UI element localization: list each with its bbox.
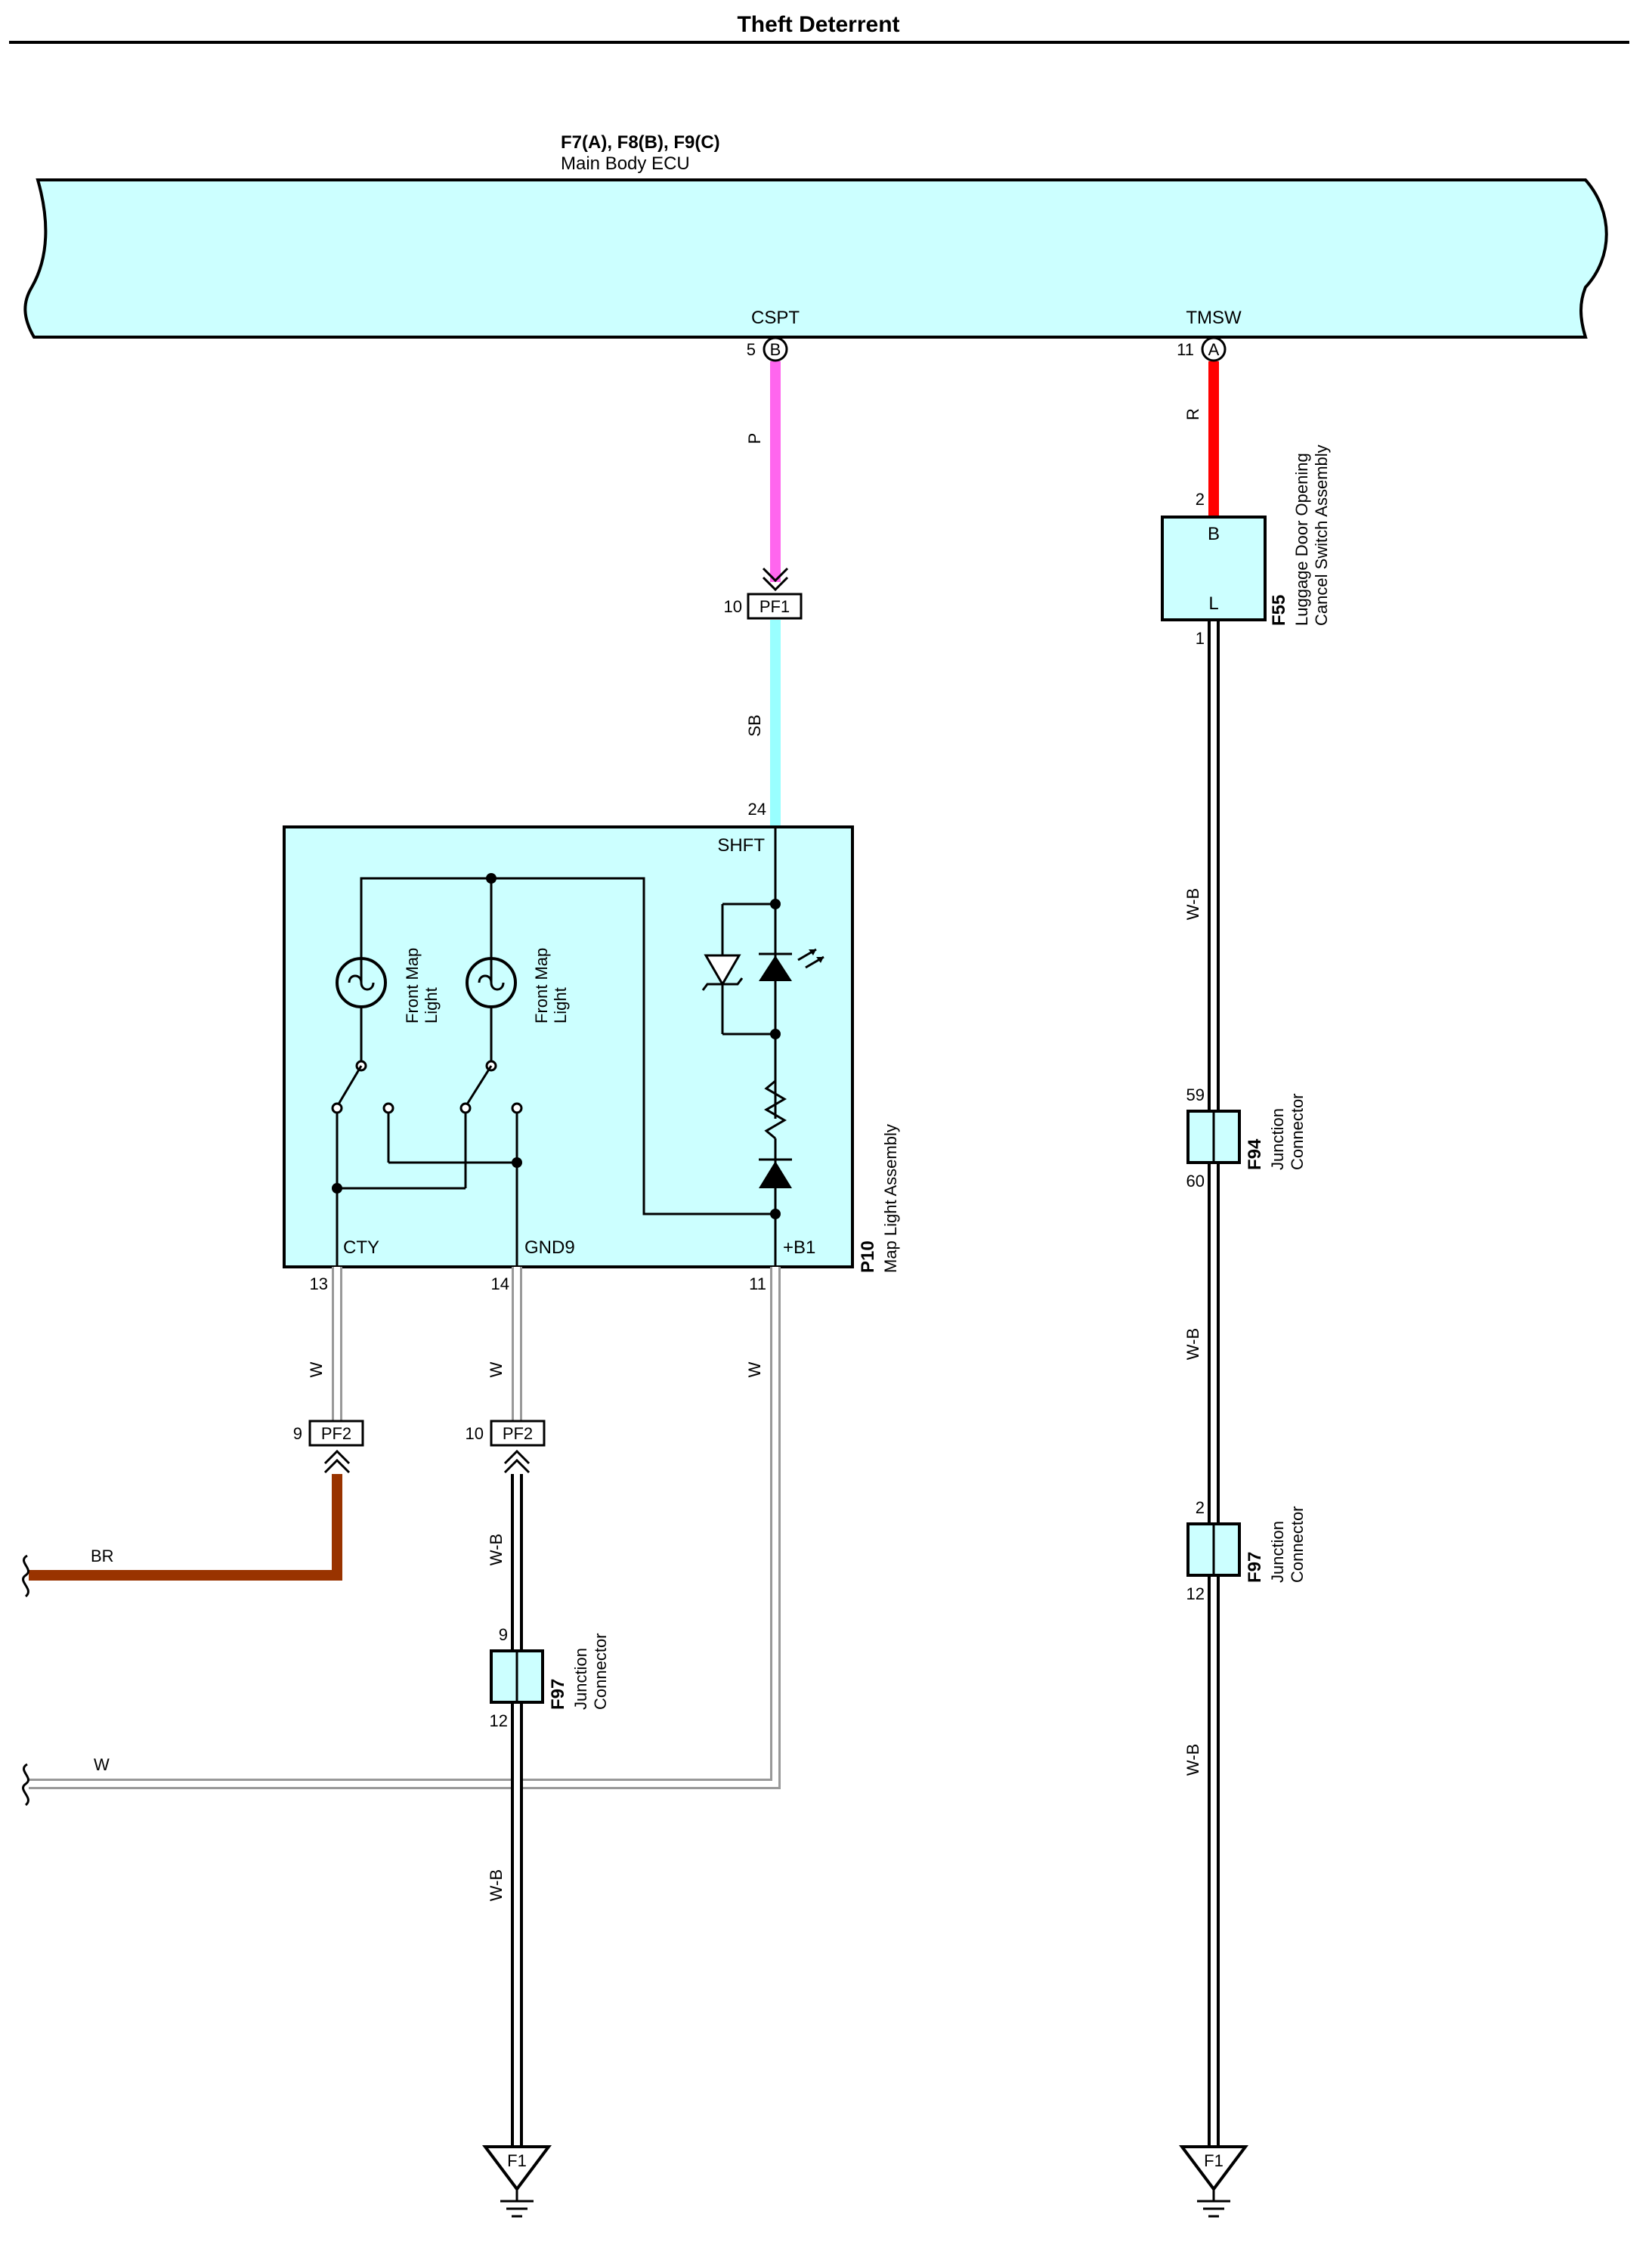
f97-left-id: F97 [548, 1679, 568, 1710]
wire-skyblue-code: SB [745, 714, 764, 736]
f97-right-name-line1: Junction [1268, 1521, 1287, 1583]
wire-white-b1 [29, 1267, 781, 1789]
wire-pink-code: P [745, 433, 764, 444]
wire-red-code: R [1183, 408, 1202, 420]
pf2-gnd-connector [490, 1420, 546, 1447]
wire-wb-right-2-code: W-B [1183, 1328, 1202, 1360]
ecu-connector-b-letter: B [770, 340, 781, 359]
wire-brown-break-icon [22, 1554, 29, 1598]
map-pin-b1-label: +B1 [783, 1237, 815, 1258]
ecu-pin-cspt-label: CSPT [751, 308, 800, 328]
f94-pin-out: 60 [1186, 1172, 1205, 1191]
f55-pin-b-number: 2 [1196, 490, 1205, 509]
ecu-pin-tmsw-label: TMSW [1186, 308, 1242, 328]
f55-pin-b-label: B [1208, 524, 1220, 544]
ground-right-label: F1 [1204, 2151, 1224, 2170]
luggage-door-switch [1161, 516, 1267, 621]
wire-wb-right-3-code: W-B [1183, 1744, 1202, 1776]
bulb-1-label-line2: Light [422, 987, 441, 1023]
map-light-assembly [283, 825, 854, 1268]
map-pin-shft-number: 24 [748, 800, 766, 819]
pf1-connector [747, 593, 803, 620]
ecu-connector-a-circle [1201, 336, 1227, 362]
ecu-connector-b-circle [763, 336, 788, 362]
map-light-id: P10 [858, 1240, 878, 1273]
wire-white-break-icon [22, 1763, 29, 1807]
f94-pin-in: 59 [1186, 1085, 1205, 1104]
f55-id: F55 [1269, 595, 1289, 626]
map-pin-shft-label: SHFT [717, 835, 765, 856]
main-body-ecu [23, 178, 1608, 339]
f97-right-id: F97 [1245, 1552, 1265, 1583]
map-pin-cty-label: CTY [343, 1237, 379, 1258]
f97-right-pin-in: 2 [1196, 1498, 1205, 1517]
ground-left-icon [482, 2145, 552, 2192]
wire-brown [29, 1474, 342, 1581]
f97-right-name-line2: Connector [1288, 1506, 1307, 1583]
bulb-2-label-line2: Light [551, 987, 570, 1023]
pf2-cty-label: PF2 [321, 1424, 351, 1443]
pf1-label: PF1 [759, 597, 790, 616]
bulb-1-label-line1: Front Map [403, 948, 422, 1023]
f97-left-pin-out: 12 [490, 1711, 508, 1730]
f94-name-line2: Connector [1288, 1093, 1307, 1170]
map-pin-cty-number: 13 [310, 1274, 328, 1293]
wire-brown-code: BR [91, 1547, 114, 1565]
map-pin-gnd9-label: GND9 [524, 1237, 575, 1258]
pf2-gnd-pin: 10 [466, 1424, 484, 1443]
map-pin-gnd9-number: 14 [491, 1274, 509, 1293]
ecu-connector-a-letter: A [1208, 340, 1220, 359]
f94-name-line1: Junction [1268, 1108, 1287, 1170]
pf2-gnd-chevron-icon [503, 1449, 531, 1474]
pf1-pin: 10 [724, 597, 742, 616]
wire-white-b1-code: W [745, 1361, 764, 1377]
pf2-cty-chevron-icon [323, 1449, 351, 1474]
ground-left-label: F1 [507, 2151, 527, 2170]
ecu-pin-cspt-number: 5 [747, 340, 756, 359]
wire-wb-right-1-code: W-B [1183, 888, 1202, 920]
wire-wb-left-upper-code: W-B [487, 1534, 506, 1565]
f97-left-name-line2: Connector [591, 1633, 610, 1710]
f55-name-line2: Cancel Switch Assembly [1312, 444, 1331, 626]
f55-name-line1: Luggage Door Opening [1292, 453, 1311, 626]
f97-right-pin-out: 12 [1186, 1584, 1205, 1603]
map-light-internal-circuit [331, 827, 824, 1270]
f55-pin-l-number: 1 [1196, 629, 1205, 648]
ecu-pin-tmsw-number: 11 [1177, 340, 1194, 359]
f97-left-name-line1: Junction [571, 1648, 590, 1710]
page-title: Theft Deterrent [737, 12, 899, 37]
ecu-connectors: F7(A), F8(B), F9(C) [561, 132, 720, 153]
map-pin-b1-number: 11 [749, 1274, 766, 1293]
wire-wb-left-lower-code: W-B [487, 1869, 506, 1901]
wire-white-cty-code: W [307, 1361, 326, 1377]
wire-white-gnd-code: W [487, 1361, 506, 1377]
ecu-name: Main Body ECU [561, 153, 690, 174]
pf2-gnd-label: PF2 [503, 1424, 533, 1443]
pf1-chevron-icon [762, 567, 789, 592]
pf2-cty-pin: 9 [293, 1424, 302, 1443]
f97-left-pin-in: 9 [499, 1625, 508, 1644]
ground-right-icon [1179, 2145, 1248, 2192]
f55-pin-l-label: L [1208, 593, 1218, 614]
f94-id: F94 [1245, 1138, 1265, 1170]
map-light-name: Map Light Assembly [881, 1124, 900, 1273]
pf2-cty-connector [308, 1420, 364, 1447]
wire-white-left-code: W [94, 1755, 110, 1774]
bulb-2-label-line1: Front Map [532, 948, 551, 1023]
